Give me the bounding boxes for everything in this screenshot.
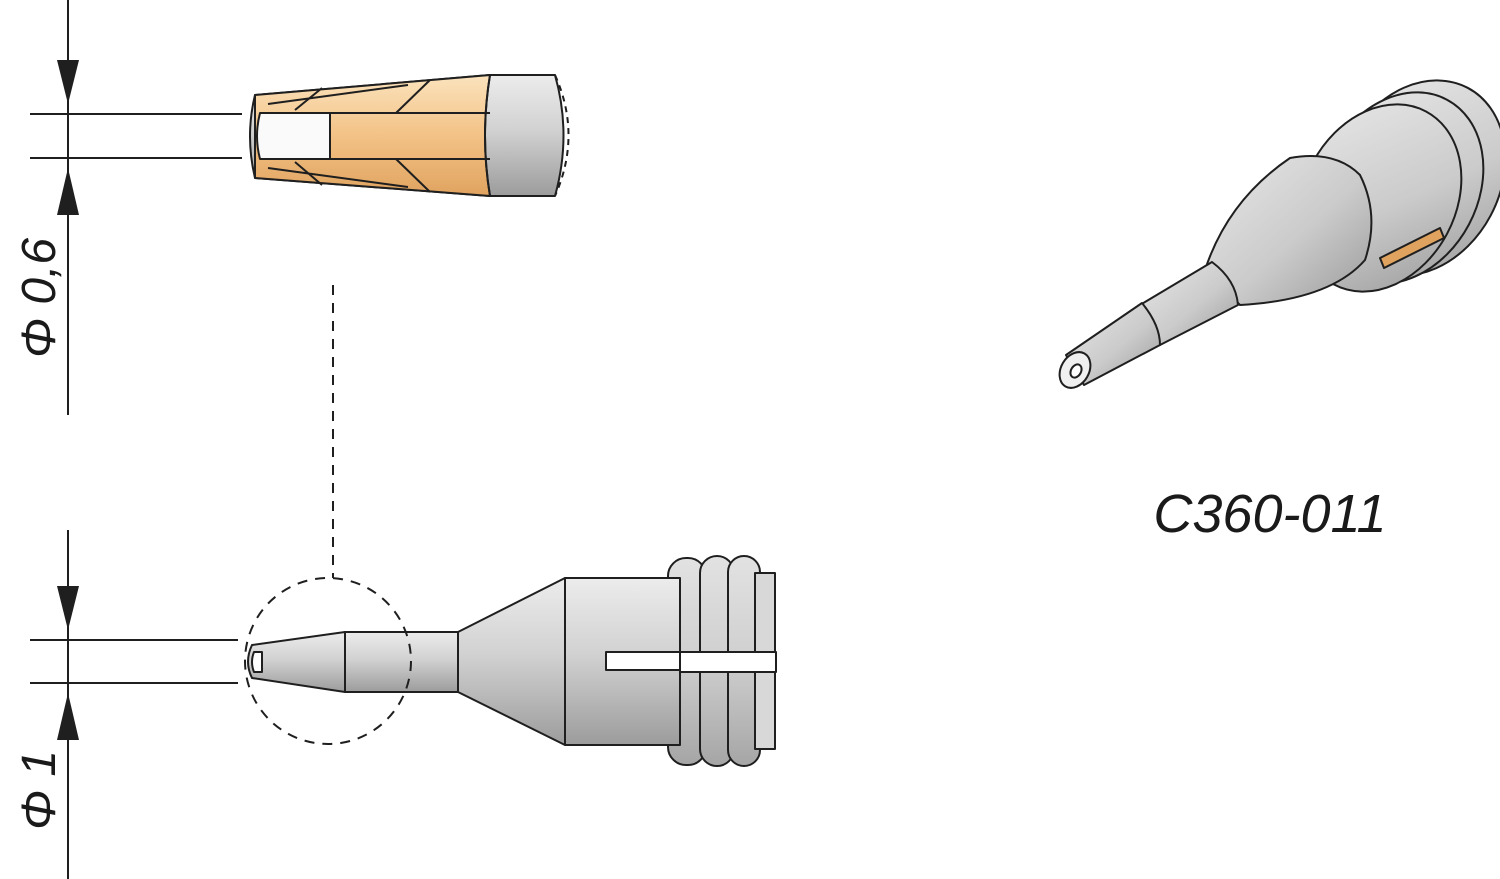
collar-slot (667, 651, 777, 673)
dimension-arrow-up-bottom (57, 693, 79, 740)
body-key-slot (605, 651, 681, 671)
dimension-arrow-down-bottom (57, 586, 79, 630)
dimension-label-outer: Φ 1 (13, 750, 66, 830)
perspective-tip-bore (1069, 363, 1083, 379)
perspective-view (1058, 79, 1500, 389)
perspective-cone (1204, 155, 1373, 306)
tip-detail-view (249, 74, 570, 197)
dimension-label-inner: Φ 0,6 (13, 238, 66, 359)
nozzle-tip (247, 631, 346, 693)
tip-copper-lines (267, 74, 491, 197)
perspective-shaft (1139, 261, 1239, 346)
nozzle-tip-bore (251, 651, 263, 673)
tip-bore (256, 112, 331, 160)
perspective-collar-slot (1379, 227, 1445, 269)
part-number-label: C360-011 (1153, 484, 1386, 544)
dimension-arrow-up-top (57, 168, 79, 215)
nozzle-cone (457, 577, 566, 746)
nozzle-shaft (344, 631, 459, 693)
detail-circle (244, 577, 412, 745)
dimension-lines (30, 0, 242, 879)
dimension-arrow-down-top (57, 60, 79, 104)
tip-cut-mark (554, 74, 570, 197)
side-view (247, 555, 777, 767)
